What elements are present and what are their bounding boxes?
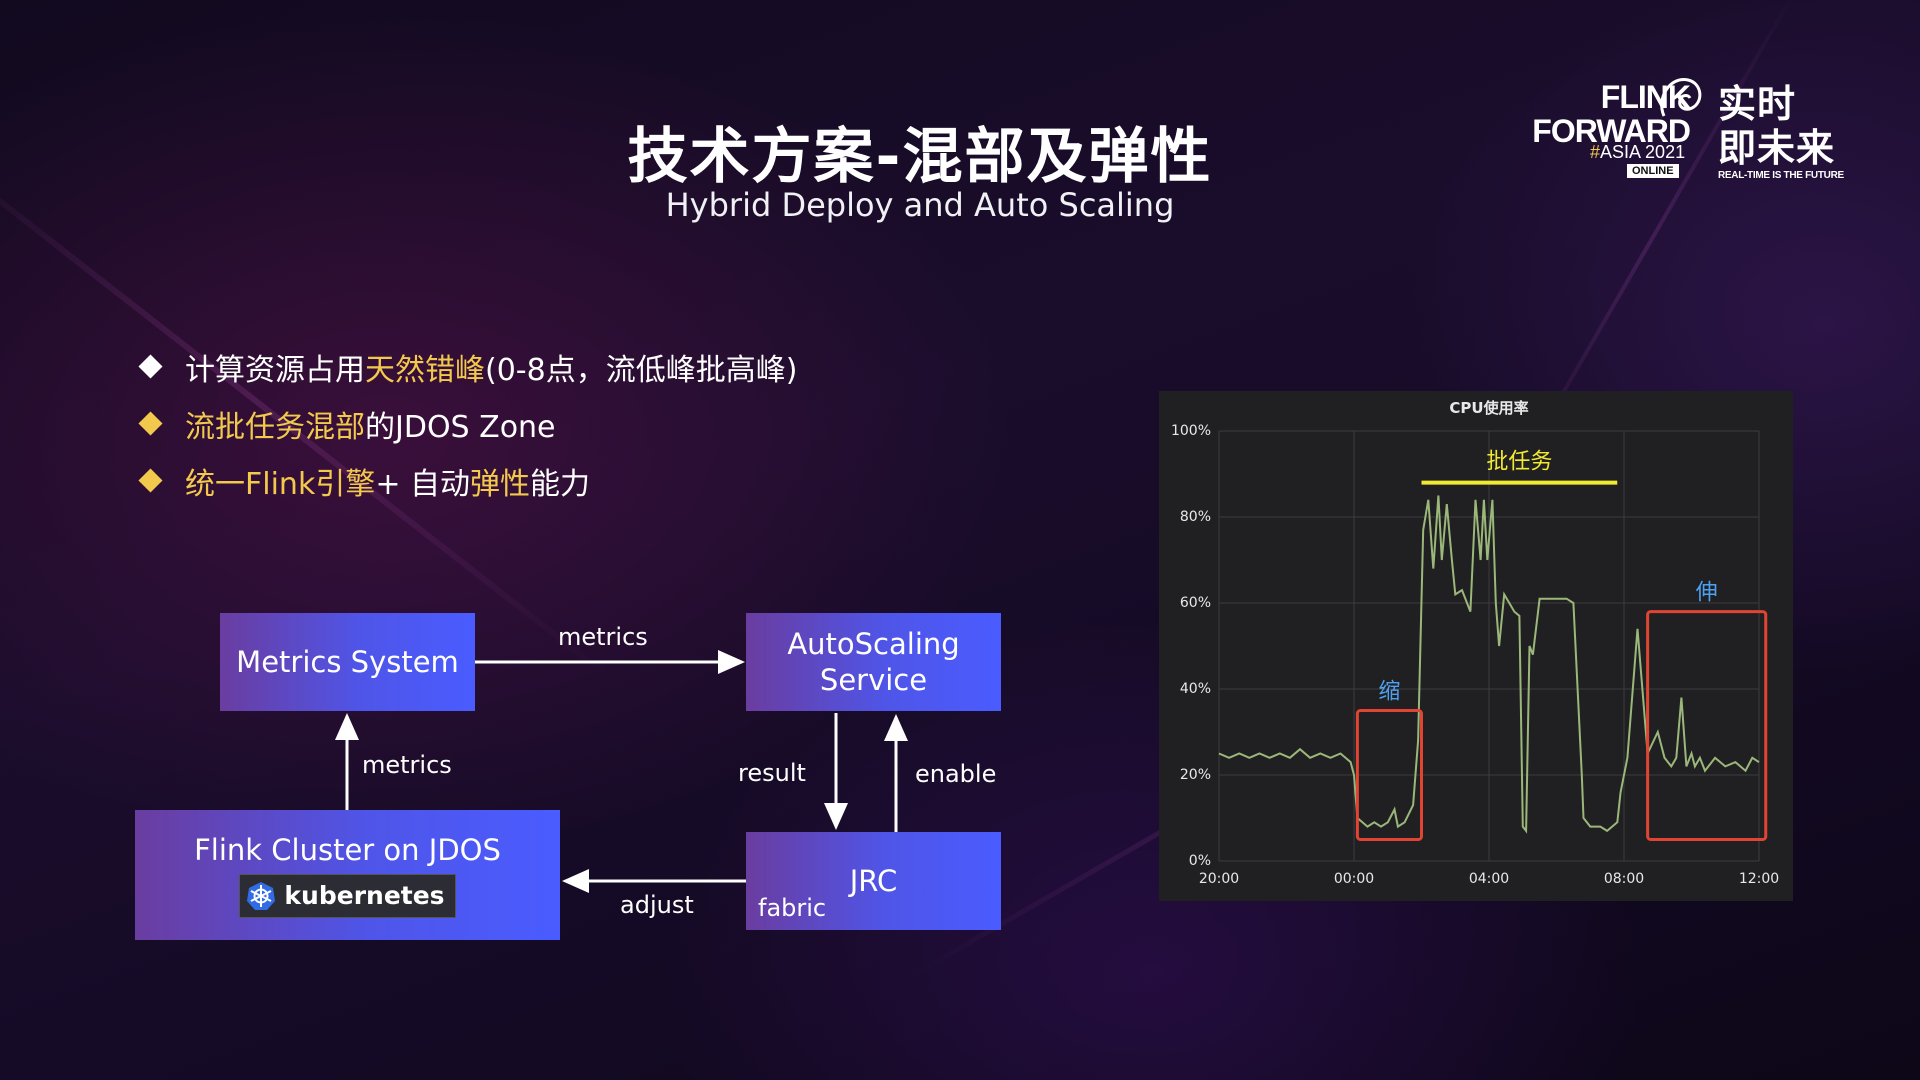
logo-tagline: REAL-TIME IS THE FUTURE <box>1718 170 1844 181</box>
y-tick-label: 0% <box>1189 853 1211 869</box>
y-tick-label: 20% <box>1180 767 1211 783</box>
x-tick-label: 12:00 <box>1739 871 1779 887</box>
scaling-window-box <box>1355 709 1423 841</box>
cpu-usage-series-line <box>1218 495 1760 834</box>
jrc-fabric-label: fabric <box>758 894 827 922</box>
edge-label-metrics-top: metrics <box>558 623 648 651</box>
bullet-item: 计算资源占用天然错峰(0-8点，流低峰批高峰) <box>138 338 797 395</box>
scaling-window-label: 伸 <box>1696 581 1718 606</box>
bullet-item: 流批任务混部的JDOS Zone <box>138 395 797 452</box>
edge-label-metrics-left: metrics <box>362 751 452 779</box>
y-tick-label: 40% <box>1180 681 1211 697</box>
scaling-window-box <box>1646 610 1768 841</box>
cpu-usage-chart: CPU使用率 0% 20% 40% 60% 80% 100% 20:00 00:00 04:00 0… <box>1171 399 1779 887</box>
logo-asia: #ASIA 2021 <box>1590 142 1686 162</box>
edge-label-result: result <box>738 759 806 787</box>
cpu-chart-panel: CPU使用率 0% 20% 40% 60% 80% 100% 20:00 00:00 04:00 0… <box>1159 391 1793 901</box>
logo-online-badge: ONLINE <box>1627 164 1679 178</box>
y-tick-label: 100% <box>1171 423 1211 439</box>
chart-title: CPU使用率 <box>1449 399 1528 417</box>
y-tick-label: 80% <box>1180 509 1211 525</box>
kubernetes-icon <box>247 882 276 910</box>
edge-label-enable: enable <box>915 760 997 788</box>
batch-period-label: 批任务 <box>1486 450 1552 475</box>
page-title: 技术方案-混部及弹性 <box>627 122 1213 192</box>
x-tick-label: 08:00 <box>1604 871 1644 887</box>
y-tick-label: 60% <box>1180 595 1211 611</box>
metrics-system-box: Metrics System <box>220 613 475 711</box>
edge-label-adjust: adjust <box>620 891 694 919</box>
x-tick-label: 04:00 <box>1469 871 1509 887</box>
jrc-box: JRC fabric <box>746 832 1001 930</box>
page-subtitle: Hybrid Deploy and Auto Scaling <box>665 186 1175 224</box>
x-tick-label: 20:00 <box>1199 871 1239 887</box>
kubernetes-badge: kubernetes <box>239 874 456 918</box>
bullet-list: 计算资源占用天然错峰(0-8点，流低峰批高峰) 流批任务混部的JDOS Zone… <box>138 338 797 509</box>
scaling-window-label: 缩 <box>1378 680 1400 705</box>
flink-cluster-box: Flink Cluster on JDOS kubernetes <box>135 810 560 940</box>
x-tick-label: 00:00 <box>1334 871 1374 887</box>
logo-zh: 实时即未来 <box>1718 82 1836 170</box>
squirrel-icon <box>1660 78 1702 117</box>
